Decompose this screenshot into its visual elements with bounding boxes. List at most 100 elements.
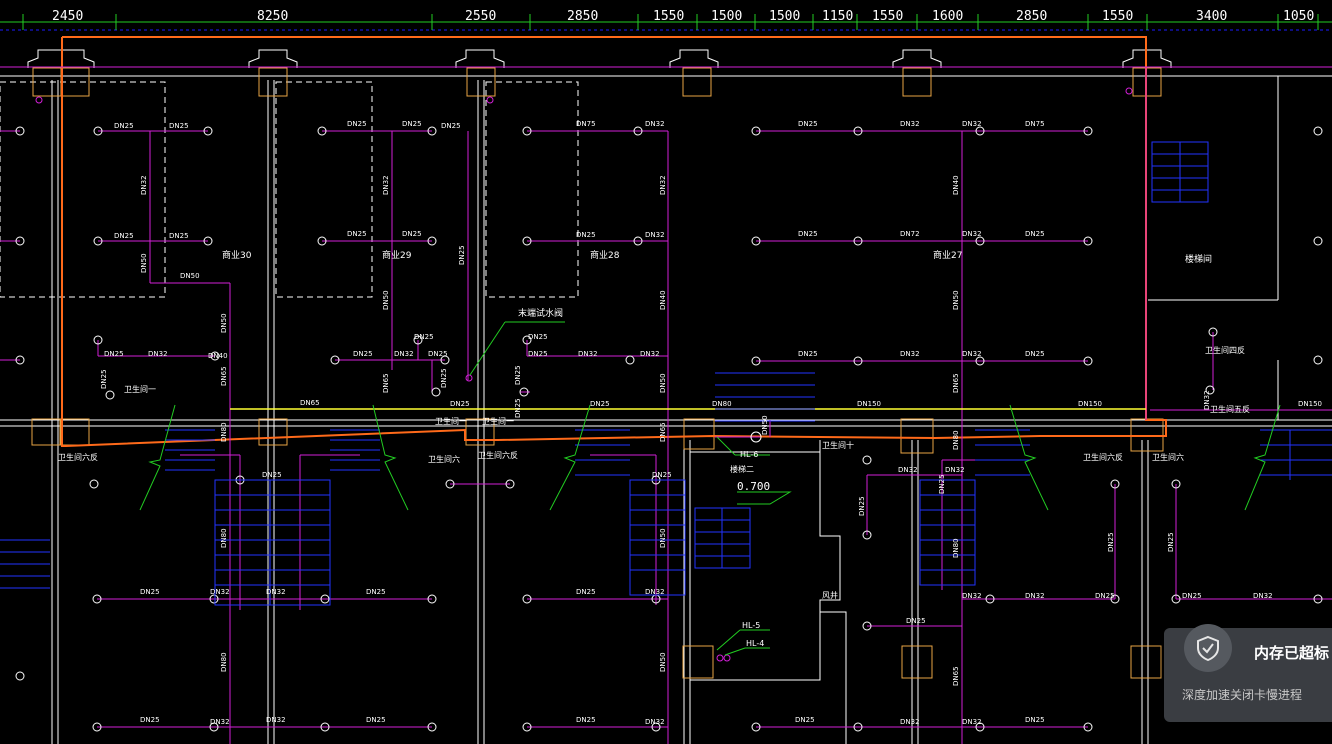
room-label-shop27: 商业27 <box>933 249 962 261</box>
pipe-label: DN25 <box>1182 592 1202 600</box>
pipe-label: DN25 <box>366 588 386 596</box>
pipe-label: DN32 <box>645 718 665 726</box>
pipe-label: DN32 <box>945 466 965 474</box>
pipe-label: DN65 <box>952 373 960 393</box>
pipe-label: DN32 <box>578 350 598 358</box>
pipe-label: DN32 <box>962 592 982 600</box>
pipe-label: DN40 <box>952 175 960 195</box>
hydrant-label-hl5: HL-5 <box>742 621 760 630</box>
pipe-label: DN65 <box>952 666 960 686</box>
room-label-air-shaft: 风井 <box>822 590 838 600</box>
pipe-label: DN32 <box>640 350 660 358</box>
dim-label: 1600 <box>932 9 963 24</box>
pipe-label: DN50 <box>761 415 769 435</box>
room-label-wc6-rev-left: 卫生间六反 <box>58 452 98 462</box>
dim-label: 1150 <box>822 9 853 24</box>
pipe-label: DN32 <box>1253 592 1273 600</box>
pipe-label: DN40 <box>659 290 667 310</box>
columns <box>31 67 1164 679</box>
pipe-label: DN50 <box>659 528 667 548</box>
pipe-label: DN32 <box>210 588 230 596</box>
pipe-label: DN32 <box>659 175 667 195</box>
dim-label: 1550 <box>653 9 684 24</box>
room-label-stair2: 楼梯二 <box>730 464 754 474</box>
pipe-label: DN25 <box>428 350 448 358</box>
pipe-label: DN80 <box>712 400 732 408</box>
walls <box>0 75 1332 744</box>
pipe-label: DN32 <box>962 350 982 358</box>
room-label-wc10: 卫生间十 <box>822 440 854 450</box>
pipe-label: DN25 <box>652 471 672 479</box>
pipe-label: DN25 <box>528 350 548 358</box>
pipe-label: DN80 <box>220 422 228 442</box>
pipe-label: DN50 <box>140 253 148 273</box>
pipe-label: DN25 <box>114 232 134 240</box>
pipe-label: DN150 <box>1078 400 1102 408</box>
hydrant-label-hl6: HL-6 <box>740 450 758 459</box>
pipe-label: DN25 <box>576 716 596 724</box>
pipe-label: DN32 <box>266 716 286 724</box>
dim-label: 2850 <box>567 9 598 24</box>
pipe-label: DN32 <box>962 120 982 128</box>
pipe-label: DN150 <box>1298 400 1322 408</box>
pipe-label: DN50 <box>180 272 200 280</box>
pipe-label: DN32 <box>900 718 920 726</box>
pipe-label: DN50 <box>952 290 960 310</box>
dim-label: 1550 <box>1102 9 1133 24</box>
room-label-wc6-rev-mid: 卫生间六反 <box>478 450 518 460</box>
pipe-label: DN25 <box>441 122 461 130</box>
room-label-stairwell: 楼梯间 <box>1185 253 1212 265</box>
dim-label: 3400 <box>1196 9 1227 24</box>
room-label-wc6-rev-right: 卫生间六反 <box>1083 452 1123 462</box>
label-end-test-valve: 末端试水阀 <box>518 307 563 319</box>
pipe-label: DN32 <box>898 466 918 474</box>
pipe-label: DN65 <box>659 422 667 442</box>
pipe-label: DN32 <box>645 231 665 239</box>
pipe-label: DN80 <box>220 652 228 672</box>
room-label-wc5-rev: 卫生间五反 <box>1210 404 1250 414</box>
dim-label: 1500 <box>711 9 742 24</box>
pipe-label: DN50 <box>659 373 667 393</box>
pipe-label: DN25 <box>576 588 596 596</box>
memory-warning-toast[interactable]: 内存已超标 深度加速关闭卡慢进程 <box>1164 624 1332 722</box>
pipe-label: DN72 <box>900 230 920 238</box>
room-label-shop29: 商业29 <box>382 249 412 261</box>
pipe-label: DN32 <box>382 175 390 195</box>
pipe-label: DN75 <box>576 120 596 128</box>
room-label-wc1: 卫生间一 <box>124 384 156 394</box>
pipe-label: DN80 <box>952 430 960 450</box>
pipe-label: DN25 <box>1025 230 1045 238</box>
dimension-labels: 2450 8250 2550 2850 1550 1500 1500 1150 … <box>52 9 1314 24</box>
pipe-label: DN25 <box>1167 532 1175 552</box>
pipe-label: DN25 <box>104 350 124 358</box>
dim-label: 1050 <box>1283 9 1314 24</box>
pipe-label: DN25 <box>1107 532 1115 552</box>
pipe-label: DN65 <box>382 373 390 393</box>
sprinkler-heads <box>15 126 1323 732</box>
dim-label: 8250 <box>257 9 288 24</box>
pipe-labels-vertical: DN32 DN50 DN50 DN65 DN80 DN80 DN80 DN25 … <box>100 175 1211 686</box>
room-label-wc4-rev: 卫生间四反 <box>1205 345 1245 355</box>
room-label-wc6-mid: 卫生间六 <box>428 454 460 464</box>
pipe-label: DN25 <box>1095 592 1115 600</box>
pipe-label: DN25 <box>528 333 548 341</box>
elevation-label: 0.700 <box>737 480 770 493</box>
dim-label: 2550 <box>465 9 496 24</box>
dim-label: 2850 <box>1016 9 1047 24</box>
sprinkler-pipes <box>0 66 1332 744</box>
pipe-label: DN25 <box>1025 350 1045 358</box>
pipe-label: DN32 <box>645 588 665 596</box>
pipe-label: DN25 <box>450 400 470 408</box>
room-label-shop28: 商业28 <box>590 249 620 261</box>
dimension-line <box>0 14 1332 31</box>
toast-title: 内存已超标 <box>1254 644 1330 662</box>
pipe-label: DN50 <box>382 290 390 310</box>
pipe-label: DN25 <box>262 471 282 479</box>
pipe-label: DN32 <box>962 718 982 726</box>
pipe-label: DN32 <box>210 718 230 726</box>
pipe-label: DN32 <box>266 588 286 596</box>
toast-subtitle[interactable]: 深度加速关闭卡慢进程 <box>1182 688 1303 702</box>
pipe-label: DN150 <box>857 400 881 408</box>
